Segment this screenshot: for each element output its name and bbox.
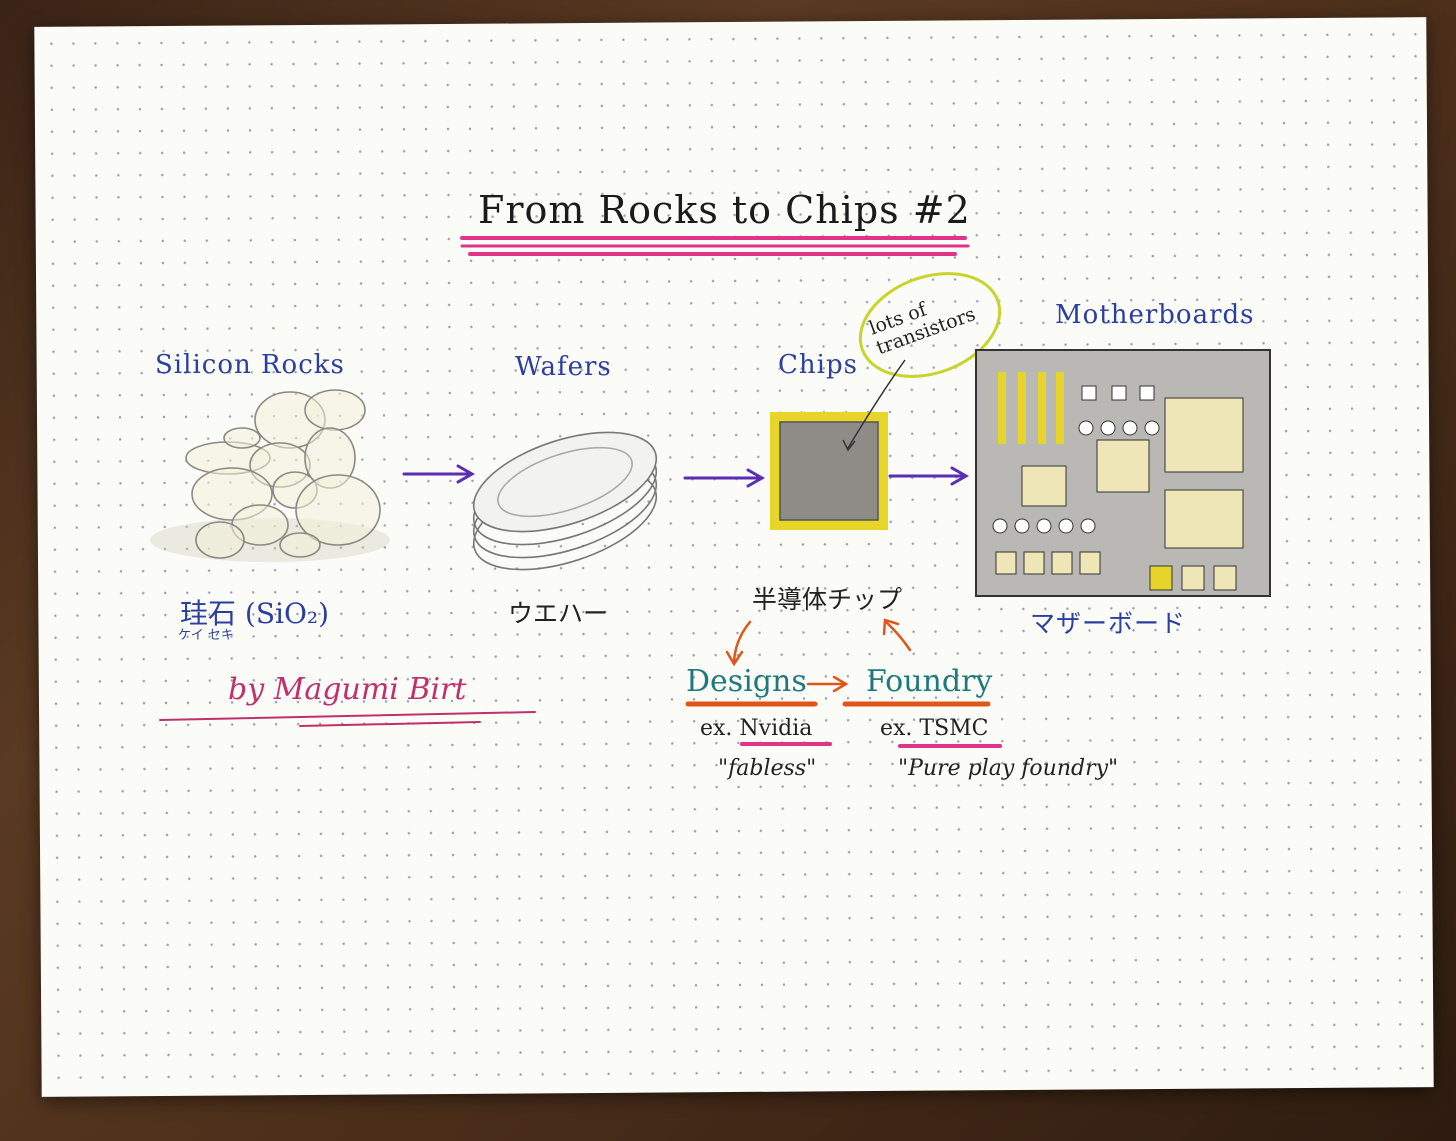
signature-underline xyxy=(160,712,535,726)
chips-jp: 半導体チップ xyxy=(752,580,902,616)
motherboard-illustration xyxy=(976,350,1270,596)
designs-type: "fabless" xyxy=(718,756,816,781)
title-underline xyxy=(462,238,968,254)
chips-label: Chips xyxy=(778,350,858,380)
silicon-rocks-illustration xyxy=(150,390,390,562)
designs-example: ex. Nvidia xyxy=(700,716,812,741)
motherboards-jp: マザーボード xyxy=(1030,604,1186,640)
designs-label: Designs xyxy=(686,664,807,699)
foundry-type: "Pure play foundry" xyxy=(898,756,1118,781)
motherboards-label: Motherboards xyxy=(1055,300,1255,330)
page-title: From Rocks to Chips #2 xyxy=(478,188,971,232)
signature: by Magumi Birt xyxy=(228,672,466,707)
silicon-rocks-label: Silicon Rocks xyxy=(155,350,345,380)
wafers-illustration xyxy=(462,413,669,590)
chip-illustration xyxy=(770,412,888,530)
wafers-jp: ウエハー xyxy=(508,594,608,630)
silicon-rocks-furigana: ケイ セキ xyxy=(178,624,234,643)
wafers-label: Wafers xyxy=(515,352,612,382)
foundry-example: ex. TSMC xyxy=(880,716,989,741)
foundry-label: Foundry xyxy=(866,664,992,699)
